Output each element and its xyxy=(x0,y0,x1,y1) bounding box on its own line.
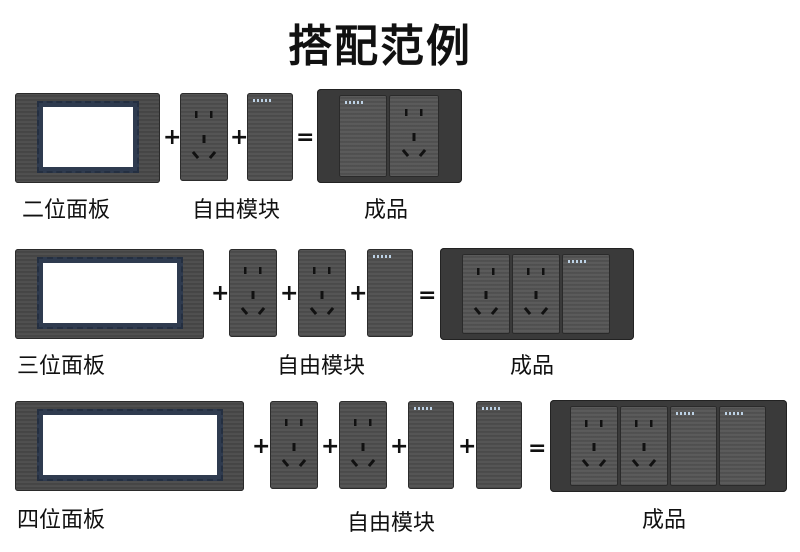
socket-module xyxy=(270,401,318,489)
indicator-icon xyxy=(414,407,432,410)
socket-module xyxy=(570,406,618,486)
three-gang-product xyxy=(440,248,634,340)
switch-module xyxy=(408,401,454,489)
indicator-icon xyxy=(253,99,271,102)
two-gang-product xyxy=(317,89,462,183)
socket-module xyxy=(462,254,510,334)
panel-label: 二位面板 xyxy=(22,198,111,223)
modules-label: 自由模块 xyxy=(192,198,281,223)
plus-sign: + xyxy=(280,281,299,306)
five-hole-socket-icon xyxy=(281,419,307,468)
plus-sign: + xyxy=(230,125,249,150)
equals-sign: = xyxy=(418,283,437,308)
plus-sign: + xyxy=(390,434,409,459)
switch-module xyxy=(339,95,387,177)
switch-module xyxy=(670,406,717,486)
socket-module xyxy=(512,254,560,334)
plus-sign: + xyxy=(349,281,368,306)
switch-module xyxy=(367,249,413,337)
five-hole-socket-icon xyxy=(401,109,427,158)
frame-opening xyxy=(37,257,183,329)
socket-module xyxy=(620,406,668,486)
indicator-icon xyxy=(482,407,500,410)
modules-label: 自由模块 xyxy=(277,354,366,379)
switch-module xyxy=(476,401,522,489)
plus-sign: + xyxy=(252,434,271,459)
modules-label: 自由模块 xyxy=(347,511,436,536)
plus-sign: + xyxy=(163,125,182,150)
panel-label: 四位面板 xyxy=(17,508,106,533)
plus-sign: + xyxy=(458,434,477,459)
indicator-icon xyxy=(373,255,391,258)
socket-module xyxy=(298,249,346,337)
indicator-icon xyxy=(725,412,743,415)
three-gang-frame xyxy=(15,249,204,339)
five-hole-socket-icon xyxy=(631,420,657,468)
indicator-icon xyxy=(568,260,586,263)
five-hole-socket-icon xyxy=(523,268,549,316)
frame-opening xyxy=(37,409,223,481)
five-hole-socket-icon xyxy=(309,267,335,316)
frame-opening xyxy=(37,101,139,173)
five-hole-socket-icon xyxy=(350,419,376,468)
plus-sign: + xyxy=(211,281,230,306)
result-label: 成品 xyxy=(510,354,555,379)
socket-module xyxy=(339,401,387,489)
equals-sign: = xyxy=(528,436,547,461)
switch-module xyxy=(247,93,293,181)
four-gang-product xyxy=(550,400,787,492)
socket-module xyxy=(229,249,277,337)
four-gang-frame xyxy=(15,401,244,491)
plus-sign: + xyxy=(321,434,340,459)
page-title: 搭配范例 xyxy=(288,21,472,72)
switch-module xyxy=(562,254,610,334)
five-hole-socket-icon xyxy=(240,267,266,316)
switch-module xyxy=(719,406,766,486)
five-hole-socket-icon xyxy=(473,268,499,316)
indicator-icon xyxy=(676,412,694,415)
result-label: 成品 xyxy=(364,198,409,223)
panel-label: 三位面板 xyxy=(17,354,106,379)
indicator-icon xyxy=(345,101,363,104)
five-hole-socket-icon xyxy=(581,420,607,468)
result-label: 成品 xyxy=(642,508,687,533)
five-hole-socket-icon xyxy=(191,111,217,160)
equals-sign: = xyxy=(296,125,315,150)
socket-module xyxy=(180,93,228,181)
socket-module xyxy=(389,95,439,177)
two-gang-frame xyxy=(15,93,160,183)
